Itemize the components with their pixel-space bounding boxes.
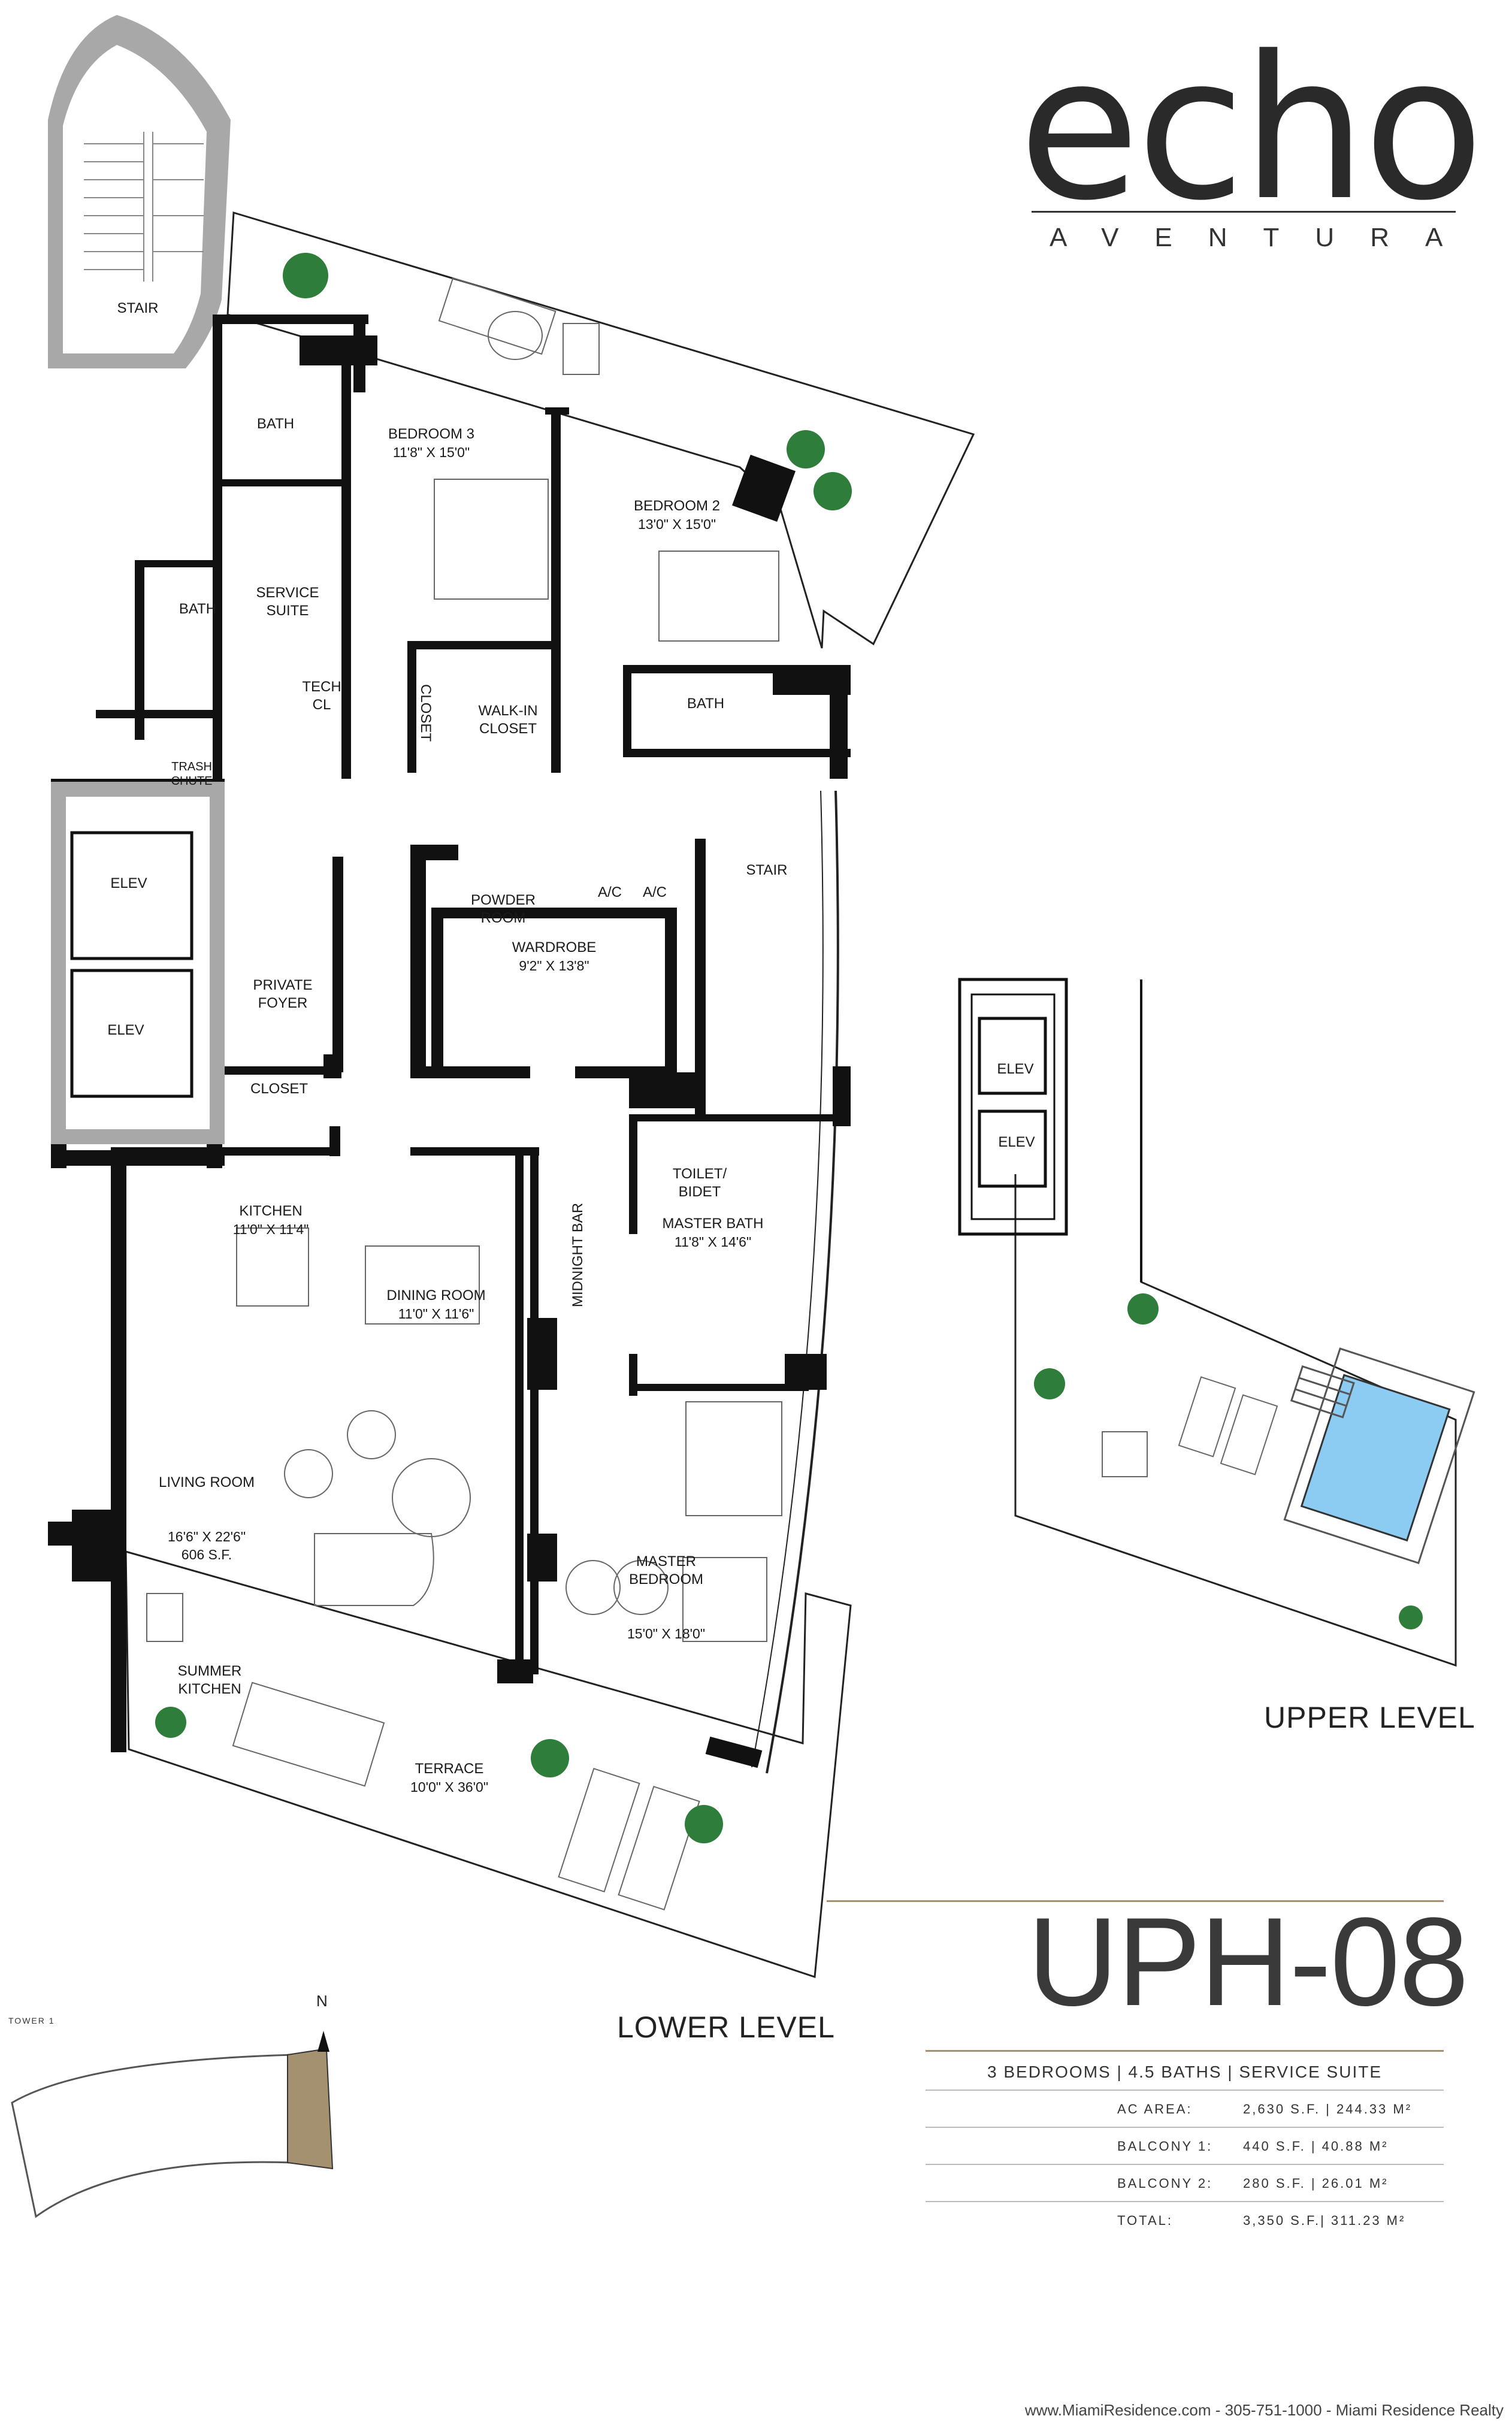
room-label-elev-upper-2: ELEV bbox=[998, 1134, 1035, 1150]
stair-tower bbox=[48, 15, 231, 368]
tower-label: TOWER 1 bbox=[8, 2016, 55, 2025]
room-label-master-bedroom: MASTER BEDROOM 15'0" X 18'0" bbox=[627, 1553, 705, 1641]
room-label-living-room: LIVING ROOM 16'6" X 22'6" 606 S.F. bbox=[158, 1474, 255, 1562]
room-label-closet-1: CLOSET bbox=[418, 684, 434, 742]
pool bbox=[1283, 1347, 1475, 1565]
room-label-bedroom-2: BEDROOM 2 13'0" X 15'0" bbox=[633, 498, 721, 532]
lower-level-label: LOWER LEVEL bbox=[617, 2010, 835, 2044]
room-label-powder-room: POWDER ROOM bbox=[471, 892, 536, 926]
spec-value: 440 S.F. | 40.88 M² bbox=[1243, 2139, 1389, 2154]
room-label-summer-kitchen: SUMMER KITCHEN bbox=[177, 1663, 242, 1697]
spec-row-balcony-2: BALCONY 2: 280 S.F. | 26.01 M² bbox=[926, 2164, 1444, 2201]
upper-level-label: UPPER LEVEL bbox=[1264, 1701, 1475, 1734]
room-label-bath-2: BATH bbox=[179, 601, 217, 617]
upper-balcony-outline bbox=[226, 211, 975, 649]
room-label-tech-cl: TECH CL bbox=[302, 679, 341, 713]
room-label-ac-2: A/C bbox=[642, 884, 667, 900]
upper-elevator-block bbox=[958, 978, 1142, 1282]
room-label-terrace: TERRACE 10'0" X 36'0" bbox=[410, 1761, 488, 1795]
room-label-walk-in-closet: WALK-IN CLOSET bbox=[478, 703, 538, 737]
spec-row-total: TOTAL: 3,350 S.F.| 311.23 M² bbox=[926, 2201, 1444, 2238]
unit-rule-top bbox=[827, 1900, 1444, 1902]
room-label-service-suite: SERVICE SUITE bbox=[256, 585, 319, 619]
unit-code: UPH-08 bbox=[1027, 1891, 1469, 2032]
room-label-bedroom-3: BEDROOM 3 11'8" X 15'0" bbox=[388, 426, 475, 460]
brand-logo: echo bbox=[1018, 14, 1484, 244]
facade-curve-inner bbox=[751, 790, 824, 1768]
unit-summary: 3 BEDROOMS | 4.5 BATHS | SERVICE SUITE bbox=[987, 2063, 1382, 2081]
room-label-toilet-bidet: TOILET/ BIDET bbox=[672, 1166, 727, 1200]
room-label-elev-1: ELEV bbox=[110, 875, 147, 891]
facade-curve bbox=[766, 790, 839, 1774]
spec-row-balcony-1: BALCONY 1: 440 S.F. | 40.88 M² bbox=[926, 2127, 1444, 2164]
plants bbox=[155, 253, 1423, 1843]
spec-label: BALCONY 2: bbox=[1117, 2176, 1213, 2191]
spec-label: BALCONY 1: bbox=[1117, 2139, 1213, 2154]
brand-location: AVENTURA bbox=[1050, 223, 1479, 252]
room-label-stair-mid: STAIR bbox=[746, 862, 788, 878]
spec-label: AC AREA: bbox=[1117, 2102, 1193, 2116]
north-indicator: N bbox=[316, 1992, 328, 2010]
room-label-closet-2: CLOSET bbox=[250, 1081, 309, 1097]
room-label-master-bath: MASTER BATH 11'8" X 14'6" bbox=[662, 1215, 764, 1250]
spec-label: TOTAL: bbox=[1117, 2213, 1173, 2228]
room-label-ac-1: A/C bbox=[597, 884, 622, 900]
elevator-shafts bbox=[51, 782, 225, 1144]
room-label-bath-3: BATH bbox=[687, 696, 725, 712]
room-label-kitchen: KITCHEN 11'0" X 11'4" bbox=[232, 1203, 309, 1237]
spec-value: 2,630 S.F. | 244.33 M² bbox=[1243, 2102, 1413, 2116]
footer-contact: www.MiamiResidence.com - 305-751-1000 - … bbox=[1024, 2401, 1504, 2419]
terrace-outline bbox=[125, 1550, 852, 1979]
unit-rule-bottom bbox=[926, 2050, 1444, 2052]
spec-value: 3,350 S.F.| 311.23 M² bbox=[1243, 2213, 1406, 2228]
room-label-elev-2: ELEV bbox=[107, 1022, 144, 1038]
room-label-wardrobe: WARDROBE 9'2" X 13'8" bbox=[512, 939, 597, 973]
upper-deck-outline bbox=[1014, 979, 1457, 1667]
site-key-plan bbox=[11, 2031, 334, 2218]
room-label-elev-upper-1: ELEV bbox=[997, 1061, 1034, 1077]
spec-row-ac-area: AC AREA: 2,630 S.F. | 244.33 M² bbox=[926, 2090, 1444, 2127]
room-label-bath-1: BATH bbox=[256, 416, 295, 432]
room-label-private-foyer: PRIVATE FOYER bbox=[253, 977, 313, 1011]
brand-divider bbox=[1032, 211, 1456, 213]
room-label-stair-top: STAIR bbox=[117, 300, 159, 316]
room-label-midnight-bar: MIDNIGHT BAR bbox=[570, 1202, 586, 1308]
room-label-dining-room: DINING ROOM 11'0" X 11'6" bbox=[386, 1287, 486, 1322]
spec-value: 280 S.F. | 26.01 M² bbox=[1243, 2176, 1389, 2191]
room-label-trash-chute: TRASH CHUTE bbox=[171, 760, 213, 788]
